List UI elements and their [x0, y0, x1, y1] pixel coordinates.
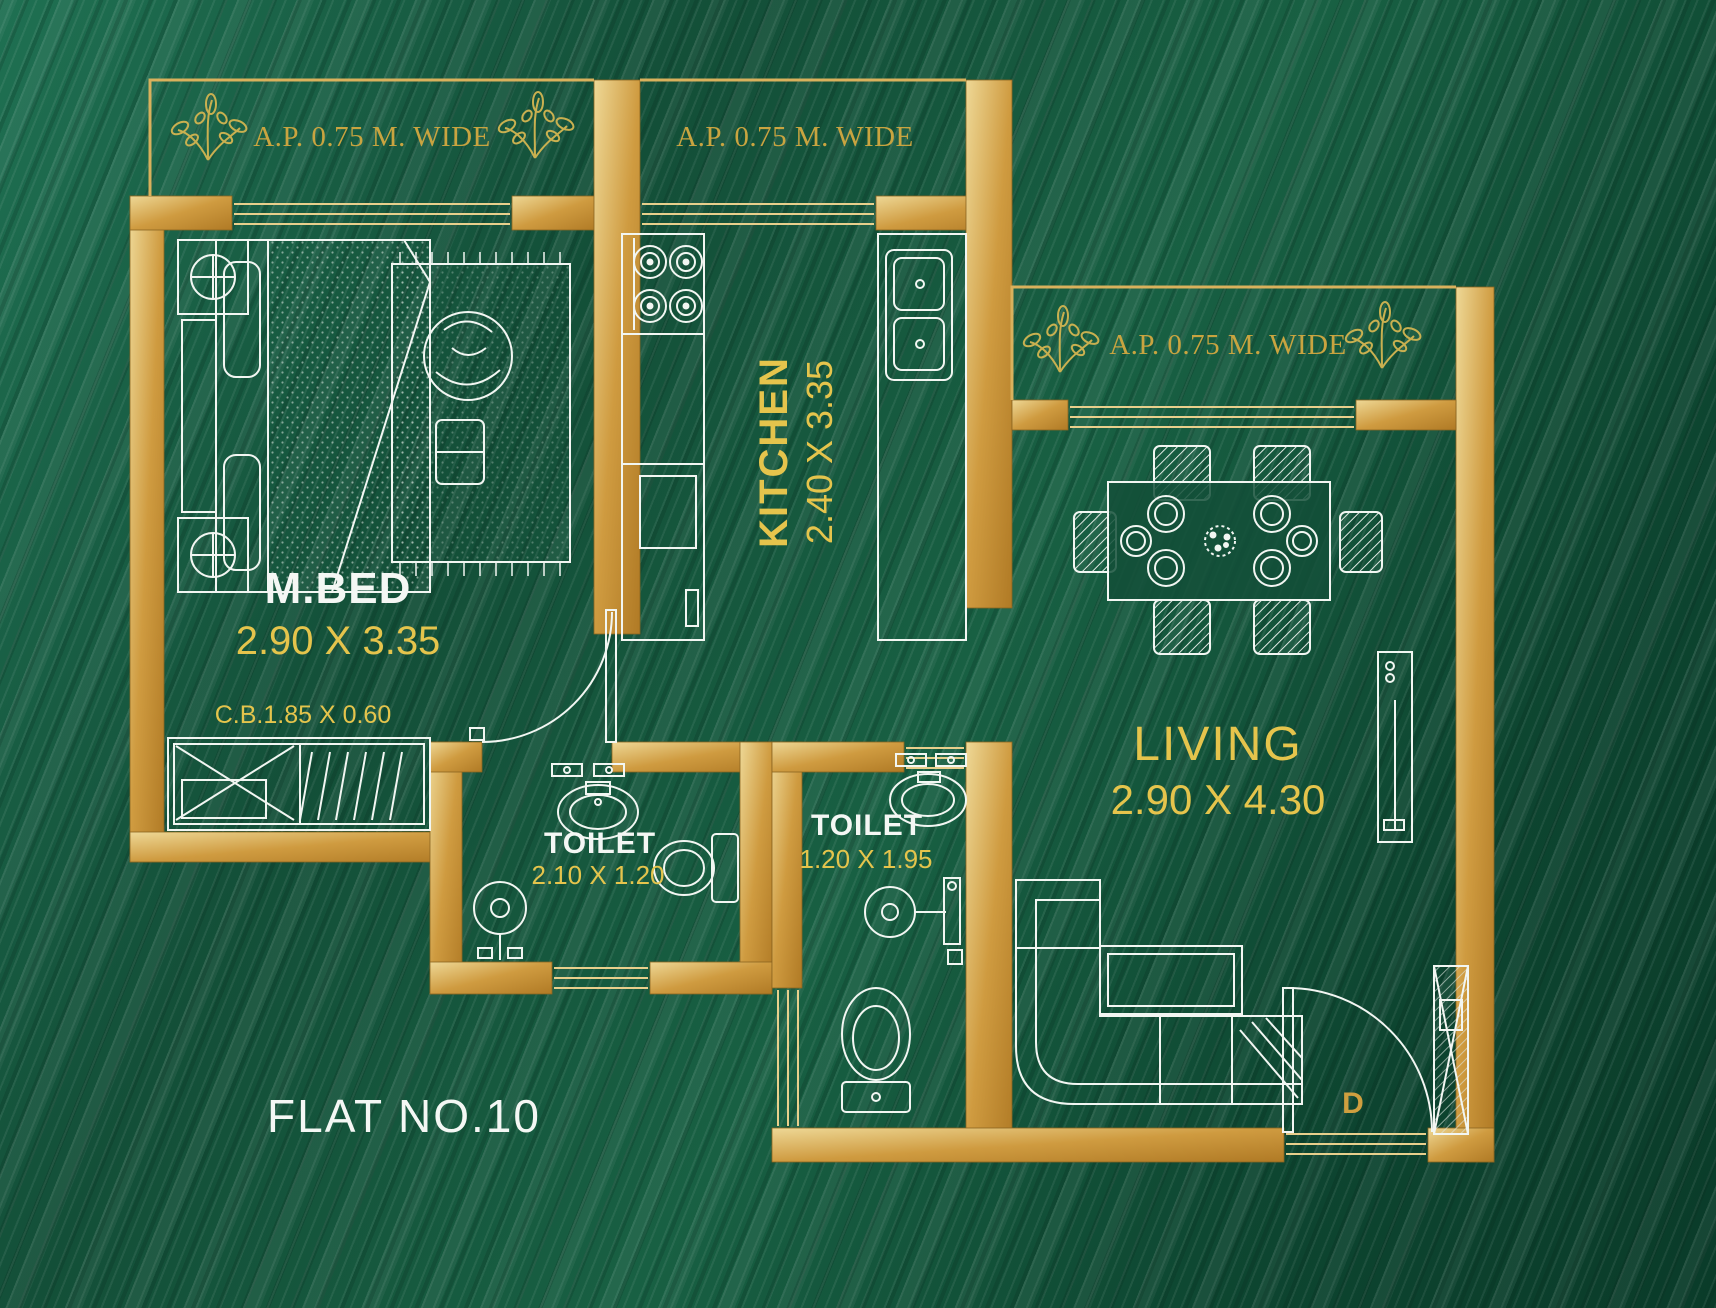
bedroom-door	[469, 609, 617, 743]
wall-segment	[129, 195, 233, 231]
wc-bowl	[653, 840, 715, 896]
wardrobe	[167, 737, 431, 831]
wall-segment	[771, 741, 905, 773]
master-bedroom-dimensions: 2.90 X 3.35	[235, 619, 441, 663]
main-door-threshold	[1286, 1133, 1426, 1155]
wall-segment	[429, 961, 553, 995]
kitchen-label: KITCHEN 2.40 X 3.35	[752, 292, 848, 612]
cupboard-label: C.B.1.85 X 0.60	[214, 701, 392, 729]
dining-chair	[1339, 511, 1383, 573]
plant-icon	[495, 91, 577, 159]
living-dimensions: 2.90 X 4.30	[1110, 776, 1326, 823]
towel-rail	[895, 753, 927, 767]
tv-unit	[1377, 651, 1413, 843]
door-arc	[1287, 987, 1433, 1133]
kitchen-dimensions: 2.40 X 3.35	[799, 359, 840, 545]
door-arc	[481, 611, 613, 743]
door-leaf	[605, 609, 617, 743]
towel-rail	[551, 763, 583, 777]
door-opening	[777, 990, 799, 1126]
dining-chair	[1153, 599, 1211, 655]
armchair	[423, 311, 513, 401]
towel-rail	[935, 753, 967, 767]
kitchen-name: KITCHEN	[752, 356, 796, 548]
toilet2-fixtures	[841, 753, 967, 1113]
kitchen-stove	[621, 233, 705, 335]
plant-icon	[168, 93, 250, 161]
sofa	[1015, 879, 1303, 1105]
master-bedroom-name: M.BED	[264, 564, 412, 613]
main-door	[1282, 965, 1469, 1135]
window	[234, 203, 510, 225]
wall-segment	[739, 741, 773, 995]
plant-icon	[1342, 301, 1424, 369]
wash-basin	[889, 773, 967, 827]
wall-segment	[511, 195, 599, 231]
wall-segment	[1355, 399, 1457, 431]
door-opening	[554, 967, 648, 989]
wc-tank	[841, 1081, 911, 1113]
balcony-rail	[1010, 285, 1456, 400]
kitchen-counter	[621, 333, 705, 641]
wall-segment	[593, 79, 641, 635]
wall-segment	[649, 961, 773, 995]
living-name: LIVING	[1133, 718, 1303, 771]
wall-segment	[771, 741, 803, 989]
door-leaf	[1282, 987, 1294, 1133]
toilet-master-name: TOILET	[543, 827, 657, 860]
coffee-table	[1099, 945, 1243, 1015]
towel-rail	[593, 763, 625, 777]
wash-basin	[557, 784, 639, 840]
toilet-common-dimensions: 1.20 X 1.95	[799, 844, 933, 874]
window	[1070, 406, 1354, 428]
wall-segment	[965, 741, 1013, 1163]
walls	[129, 79, 1495, 1163]
shower	[473, 881, 527, 935]
rug	[391, 252, 571, 576]
window	[642, 203, 874, 225]
main-door-label: D	[1342, 1087, 1364, 1120]
toilet1-fixtures	[473, 763, 739, 960]
shower-panel	[943, 877, 961, 945]
table-centerpiece	[1204, 525, 1236, 557]
toilet-common-name: TOILET	[810, 809, 924, 842]
plant-icon	[1020, 305, 1102, 373]
wc-bowl	[841, 987, 911, 1081]
balcony-rail	[148, 78, 594, 196]
wall-segment	[129, 195, 165, 863]
kitchen-sink-platform	[877, 233, 967, 641]
wall-segment	[1011, 399, 1069, 431]
windows	[234, 203, 1426, 1155]
wall-segment	[429, 741, 463, 995]
toilet-master-dimensions: 2.10 X 1.20	[531, 860, 665, 890]
balcony-label-top-left: A.P. 0.75 M. WIDE	[253, 121, 491, 153]
wall-segment	[965, 79, 1013, 609]
dining-table	[1073, 445, 1383, 655]
wall-segment	[129, 831, 463, 863]
wall-segment	[771, 1127, 1285, 1163]
shower	[864, 886, 916, 938]
wc-tank	[711, 833, 739, 903]
balcony-label-top-middle: A.P. 0.75 M. WIDE	[676, 121, 914, 153]
balcony-label-right: A.P. 0.75 M. WIDE	[1109, 329, 1347, 361]
wall-segment	[429, 741, 483, 773]
flat-number-label: FLAT NO.10	[267, 1090, 541, 1142]
balcony-rails	[148, 78, 1456, 400]
dining-chair	[1253, 599, 1311, 655]
